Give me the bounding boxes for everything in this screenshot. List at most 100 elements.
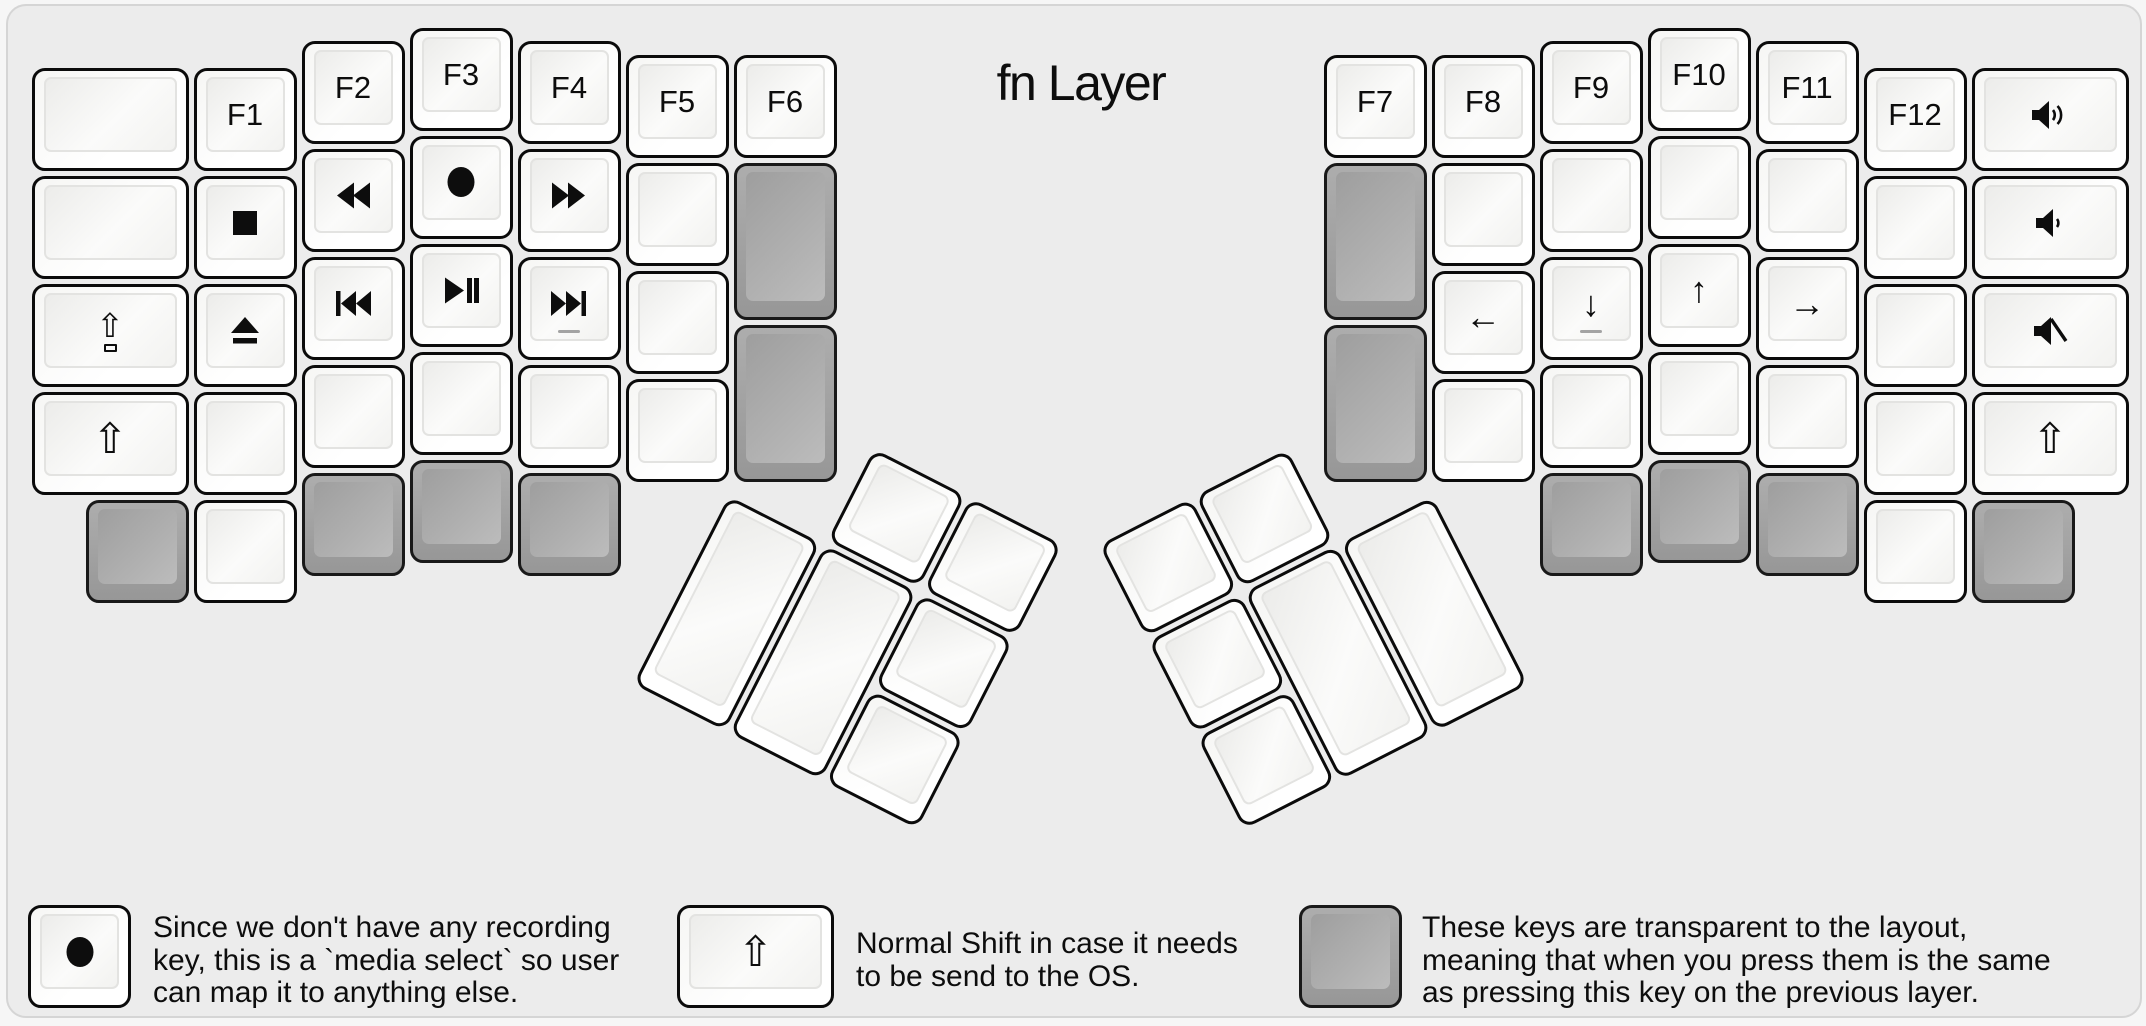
key-f7[interactable]: F7 xyxy=(1323,54,1427,158)
key-transparent[interactable] xyxy=(733,162,837,320)
key-blank[interactable] xyxy=(1863,176,1967,279)
key-shift[interactable]: ⇧ xyxy=(1971,392,2129,495)
legend-text-line: to be send to the OS. xyxy=(856,959,1140,993)
caps-lock-bar xyxy=(103,344,117,352)
key-transparent[interactable] xyxy=(85,500,189,603)
key-f9[interactable]: F9 xyxy=(1539,41,1643,144)
key-blank[interactable] xyxy=(517,365,621,468)
legend-text-line: key, this is a `media select` so user xyxy=(153,943,620,977)
key-blank[interactable] xyxy=(1755,365,1859,468)
key-record[interactable] xyxy=(409,135,513,239)
key-label: F8 xyxy=(1464,83,1502,119)
key-blank[interactable] xyxy=(31,176,189,279)
key-blank[interactable] xyxy=(1539,365,1643,468)
key-f11[interactable]: F11 xyxy=(1755,41,1859,144)
stop-icon xyxy=(232,210,258,236)
key-prev-track[interactable] xyxy=(301,257,405,360)
key-transparent[interactable] xyxy=(1647,459,1751,563)
key-label: F1 xyxy=(226,97,264,132)
key-blank[interactable] xyxy=(193,392,297,495)
key-blank[interactable] xyxy=(1431,162,1535,266)
key-f6[interactable]: F6 xyxy=(733,54,837,158)
key-transparent[interactable] xyxy=(733,324,837,482)
key-rewind[interactable] xyxy=(301,149,405,252)
key-transparent[interactable] xyxy=(1323,162,1427,320)
key-volume-down[interactable] xyxy=(1971,176,2129,279)
keycap-top xyxy=(1551,482,1631,557)
key-blank[interactable] xyxy=(625,378,729,482)
key-f10[interactable]: F10 xyxy=(1647,27,1751,131)
key-stop[interactable] xyxy=(193,176,297,279)
key-f8[interactable]: F8 xyxy=(1431,54,1535,158)
keycap-top xyxy=(1659,144,1739,220)
key-blank[interactable] xyxy=(1755,149,1859,252)
key-next-track[interactable] xyxy=(517,257,621,360)
key-caps-lock[interactable]: ⇧ xyxy=(31,284,189,387)
legend-key-transparent xyxy=(1299,905,1402,1008)
keycap-top: F6 xyxy=(745,63,825,139)
key-volume-up[interactable] xyxy=(1971,68,2129,171)
keycap-top xyxy=(1983,293,2117,368)
key-transparent[interactable] xyxy=(1539,473,1643,576)
key-blank[interactable] xyxy=(1863,392,1967,495)
key-blank[interactable] xyxy=(1647,351,1751,455)
key-arrow-down[interactable]: ↓ xyxy=(1539,257,1643,360)
key-blank[interactable] xyxy=(1431,378,1535,482)
keycap-top xyxy=(205,185,285,260)
record-icon xyxy=(65,936,95,968)
key-blank[interactable] xyxy=(409,351,513,455)
key-blank[interactable] xyxy=(625,270,729,374)
key-f12[interactable]: F12 xyxy=(1863,68,1967,171)
keycap-top xyxy=(1767,482,1847,557)
key-transparent[interactable] xyxy=(1971,500,2075,603)
key-fast-forward[interactable] xyxy=(517,149,621,252)
key-transparent[interactable] xyxy=(1323,324,1427,482)
keycap-top: F10 xyxy=(1659,36,1739,112)
key-transparent[interactable] xyxy=(409,459,513,563)
key-transparent[interactable] xyxy=(301,473,405,576)
keycap-top xyxy=(1767,158,1847,233)
keycap-top xyxy=(893,606,999,710)
key-f2[interactable]: F2 xyxy=(301,41,405,144)
key-mute[interactable] xyxy=(1971,284,2129,387)
key-arrow-up[interactable]: ↑ xyxy=(1647,243,1751,347)
keycap-top xyxy=(1211,703,1316,807)
next-track-icon xyxy=(550,290,588,317)
key-blank[interactable] xyxy=(1863,284,1967,387)
key-arrow-right[interactable]: → xyxy=(1755,257,1859,360)
key-play-pause[interactable] xyxy=(409,243,513,347)
key-blank[interactable] xyxy=(1647,135,1751,239)
key-label: F9 xyxy=(1572,70,1610,105)
key-blank[interactable] xyxy=(193,500,297,603)
keycap-top xyxy=(846,461,951,565)
key-f1[interactable]: F1 xyxy=(193,68,297,171)
key-transparent[interactable] xyxy=(517,473,621,576)
key-arrow-left[interactable]: ← xyxy=(1431,270,1535,374)
record-icon xyxy=(446,166,476,198)
keycap-top: ⇧ xyxy=(689,914,822,989)
eject-icon xyxy=(230,317,260,344)
keycap-top: F2 xyxy=(313,50,393,125)
keycap-top xyxy=(205,401,285,476)
key-shift[interactable]: ⇧ xyxy=(31,392,189,495)
keycap-top xyxy=(1659,468,1739,544)
keycap-top: F5 xyxy=(637,63,717,139)
key-label: F2 xyxy=(334,70,372,105)
key-eject[interactable] xyxy=(193,284,297,387)
keycap-top: F3 xyxy=(421,36,501,112)
keycap-top: ⇧ xyxy=(1983,401,2117,476)
key-blank[interactable] xyxy=(1863,500,1967,603)
key-f3[interactable]: F3 xyxy=(409,27,513,131)
key-blank[interactable] xyxy=(301,365,405,468)
key-blank[interactable] xyxy=(625,162,729,266)
keycap-top: ↑ xyxy=(1659,252,1739,328)
key-transparent[interactable] xyxy=(1755,473,1859,576)
keycap-top xyxy=(637,279,717,355)
key-blank[interactable] xyxy=(31,68,189,171)
key-f5[interactable]: F5 xyxy=(625,54,729,158)
key-blank[interactable] xyxy=(1539,149,1643,252)
keycap-top: → xyxy=(1767,266,1847,341)
keycap-top xyxy=(637,387,717,463)
key-f4[interactable]: F4 xyxy=(517,41,621,144)
